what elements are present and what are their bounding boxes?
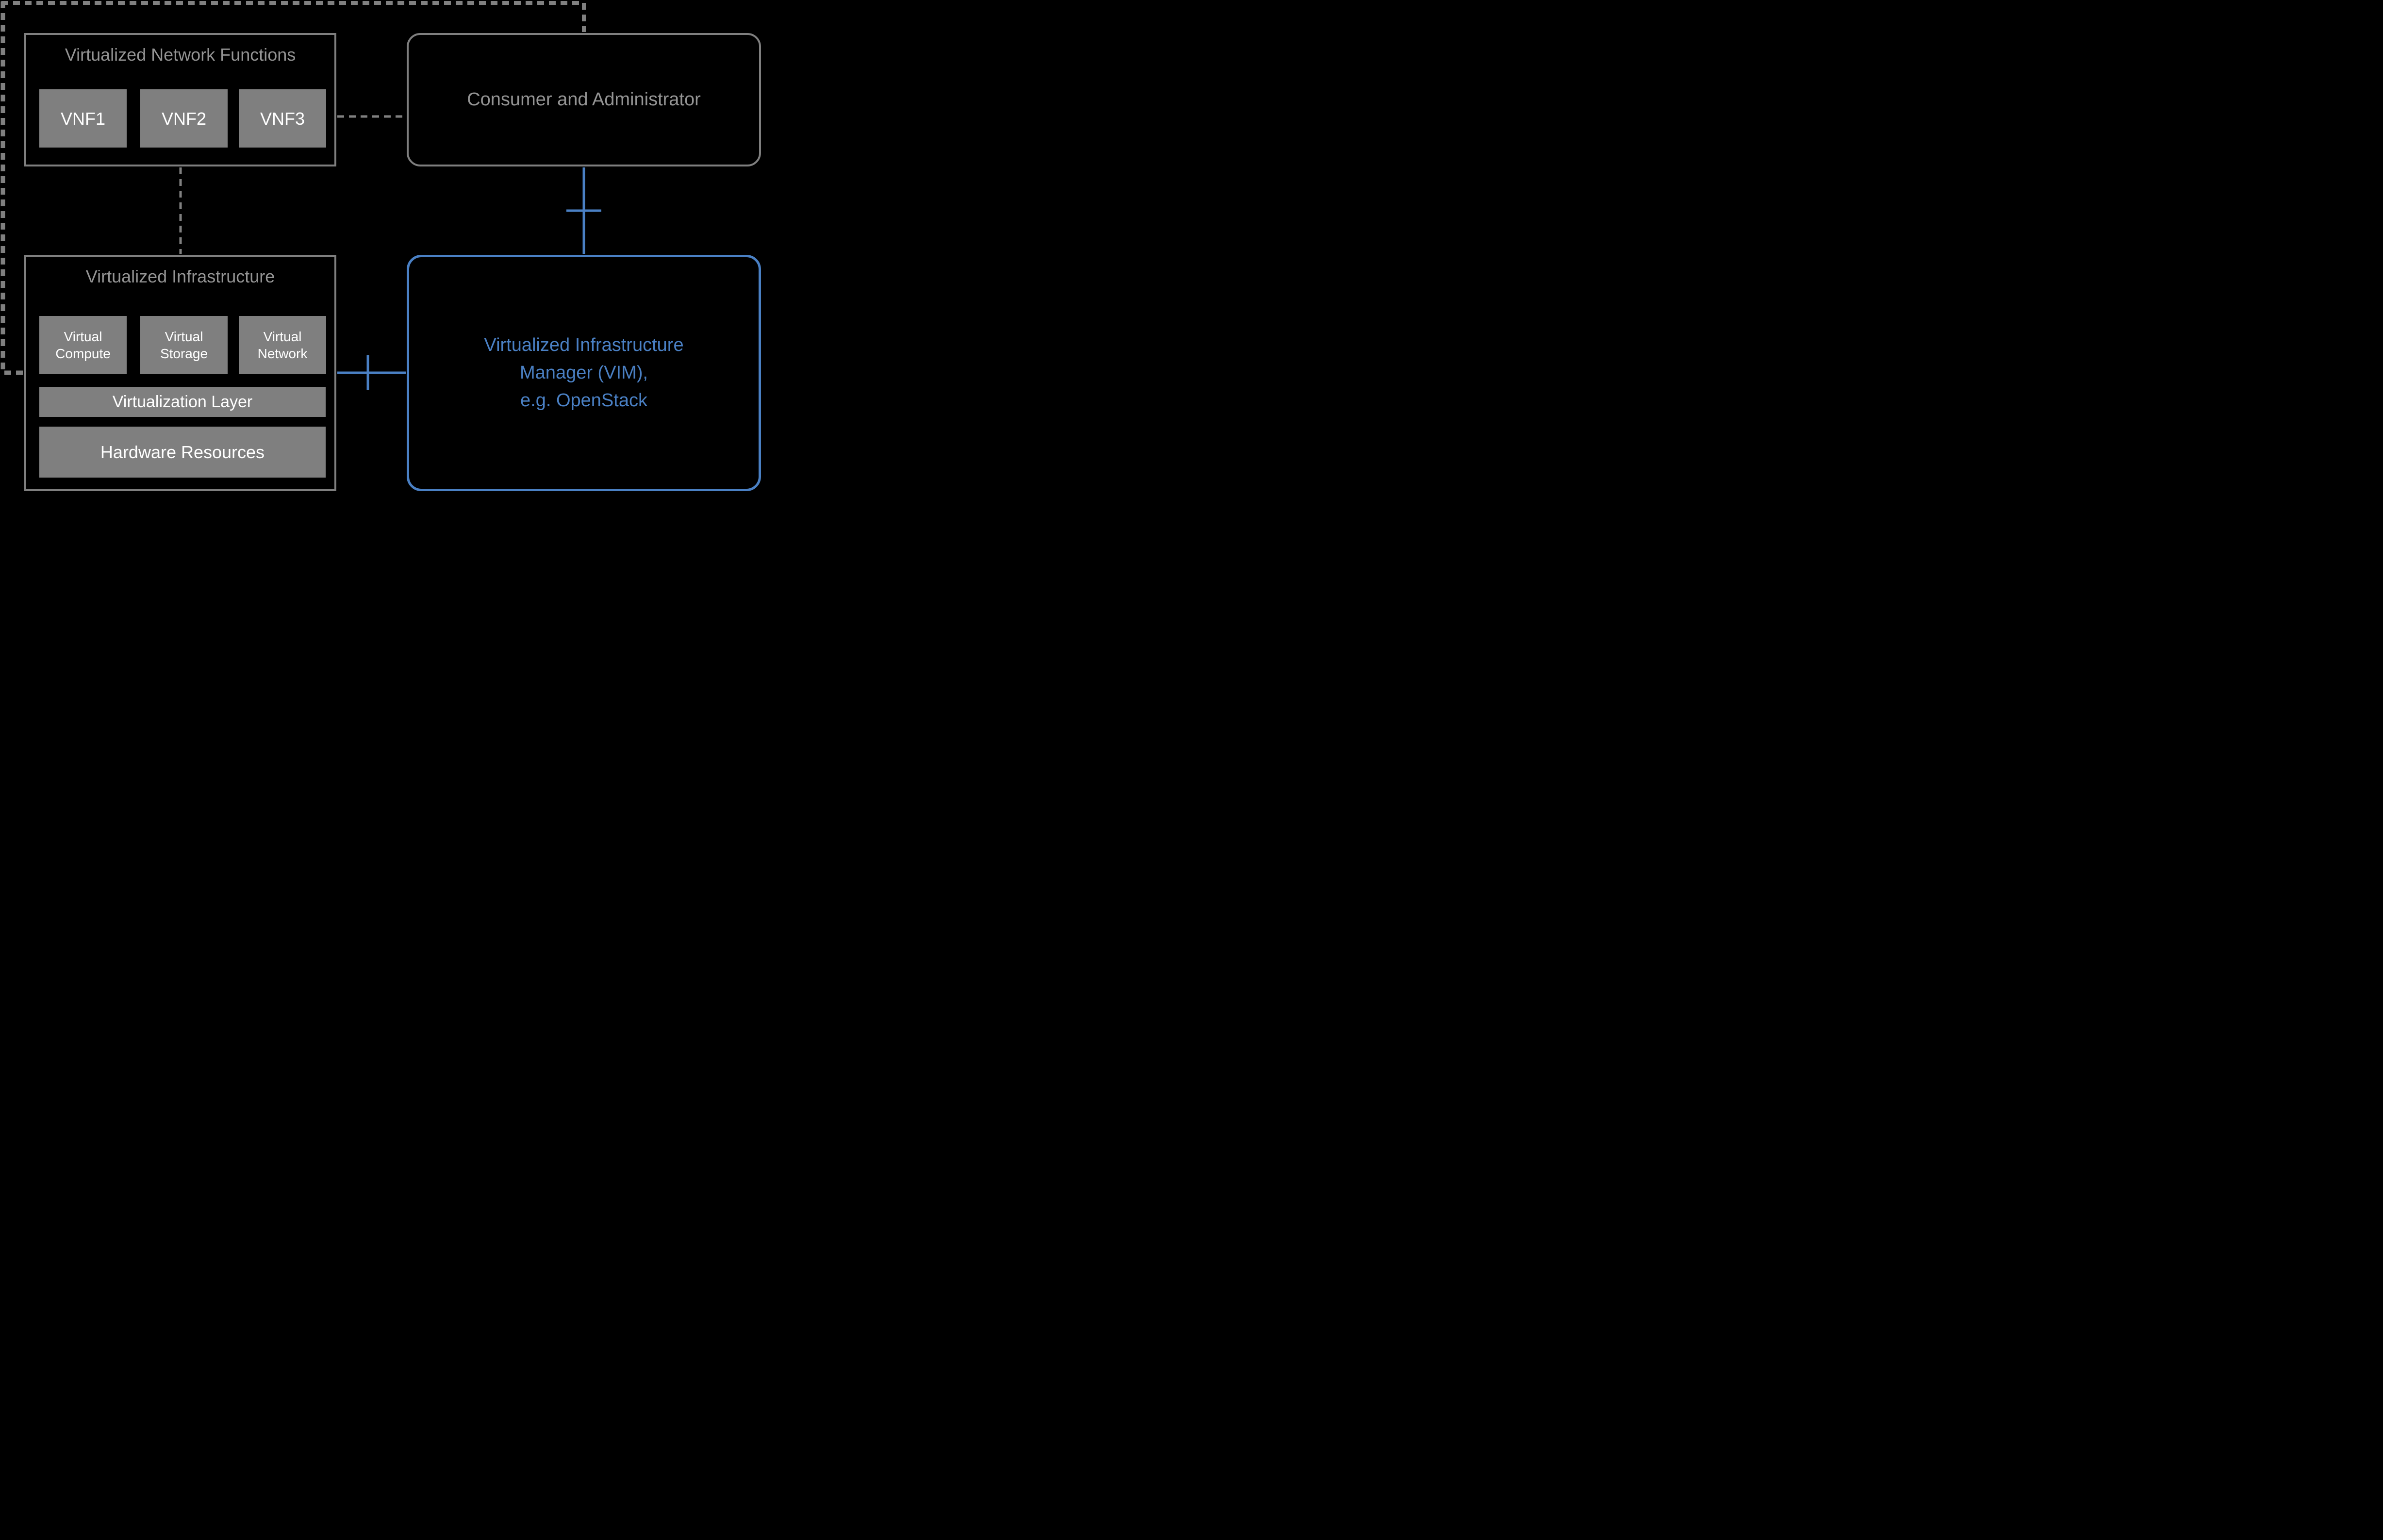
virtualization-layer-label: Virtualization Layer	[112, 392, 253, 411]
vnf1-label: VNF1	[60, 108, 106, 129]
vnf3-box: VNF3	[239, 89, 326, 148]
vnf2-box: VNF2	[140, 89, 228, 148]
virtual-compute-box: Virtual Compute	[39, 316, 127, 374]
virtual-compute-label: Virtual Compute	[55, 329, 111, 361]
dashed-connector-left-edge	[0, 1, 23, 375]
virtual-storage-box: Virtual Storage	[140, 316, 228, 374]
virtualized-infrastructure-title: Virtualized Infrastructure	[85, 266, 275, 286]
vnf-group-box: Virtualized Network Functions VNF1 VNF2 …	[24, 33, 336, 166]
vim-label-line1: Virtualized Infrastructure	[484, 335, 684, 355]
vim-box: Virtualized Infrastructure Manager (VIM)…	[407, 255, 761, 491]
virtual-storage-label: Virtual Storage	[160, 329, 208, 361]
vnf3-label: VNF3	[260, 108, 305, 129]
virtualized-infrastructure-box: Virtualized Infrastructure Virtual Compu…	[24, 255, 336, 491]
consumer-administrator-label: Consumer and Administrator	[467, 89, 701, 110]
virtual-network-label: Virtual Network	[257, 329, 308, 361]
vim-label-line2: Manager (VIM),	[520, 363, 648, 383]
hardware-resources-label: Hardware Resources	[100, 442, 265, 462]
consumer-administrator-box: Consumer and Administrator	[407, 33, 761, 166]
virtualization-layer-bar: Virtualization Layer	[39, 387, 326, 417]
vnf2-label: VNF2	[161, 108, 207, 129]
vim-label-line3: e.g. OpenStack	[520, 390, 647, 411]
virtual-network-box: Virtual Network	[239, 316, 326, 374]
hardware-resources-bar: Hardware Resources	[39, 427, 326, 478]
dashed-connector-top-edge	[1, 1, 586, 32]
nfv-architecture-diagram: Virtualized Network Functions VNF1 VNF2 …	[0, 0, 762, 493]
vnf-group-title: Virtualized Network Functions	[65, 45, 296, 65]
vnf1-box: VNF1	[39, 89, 127, 148]
